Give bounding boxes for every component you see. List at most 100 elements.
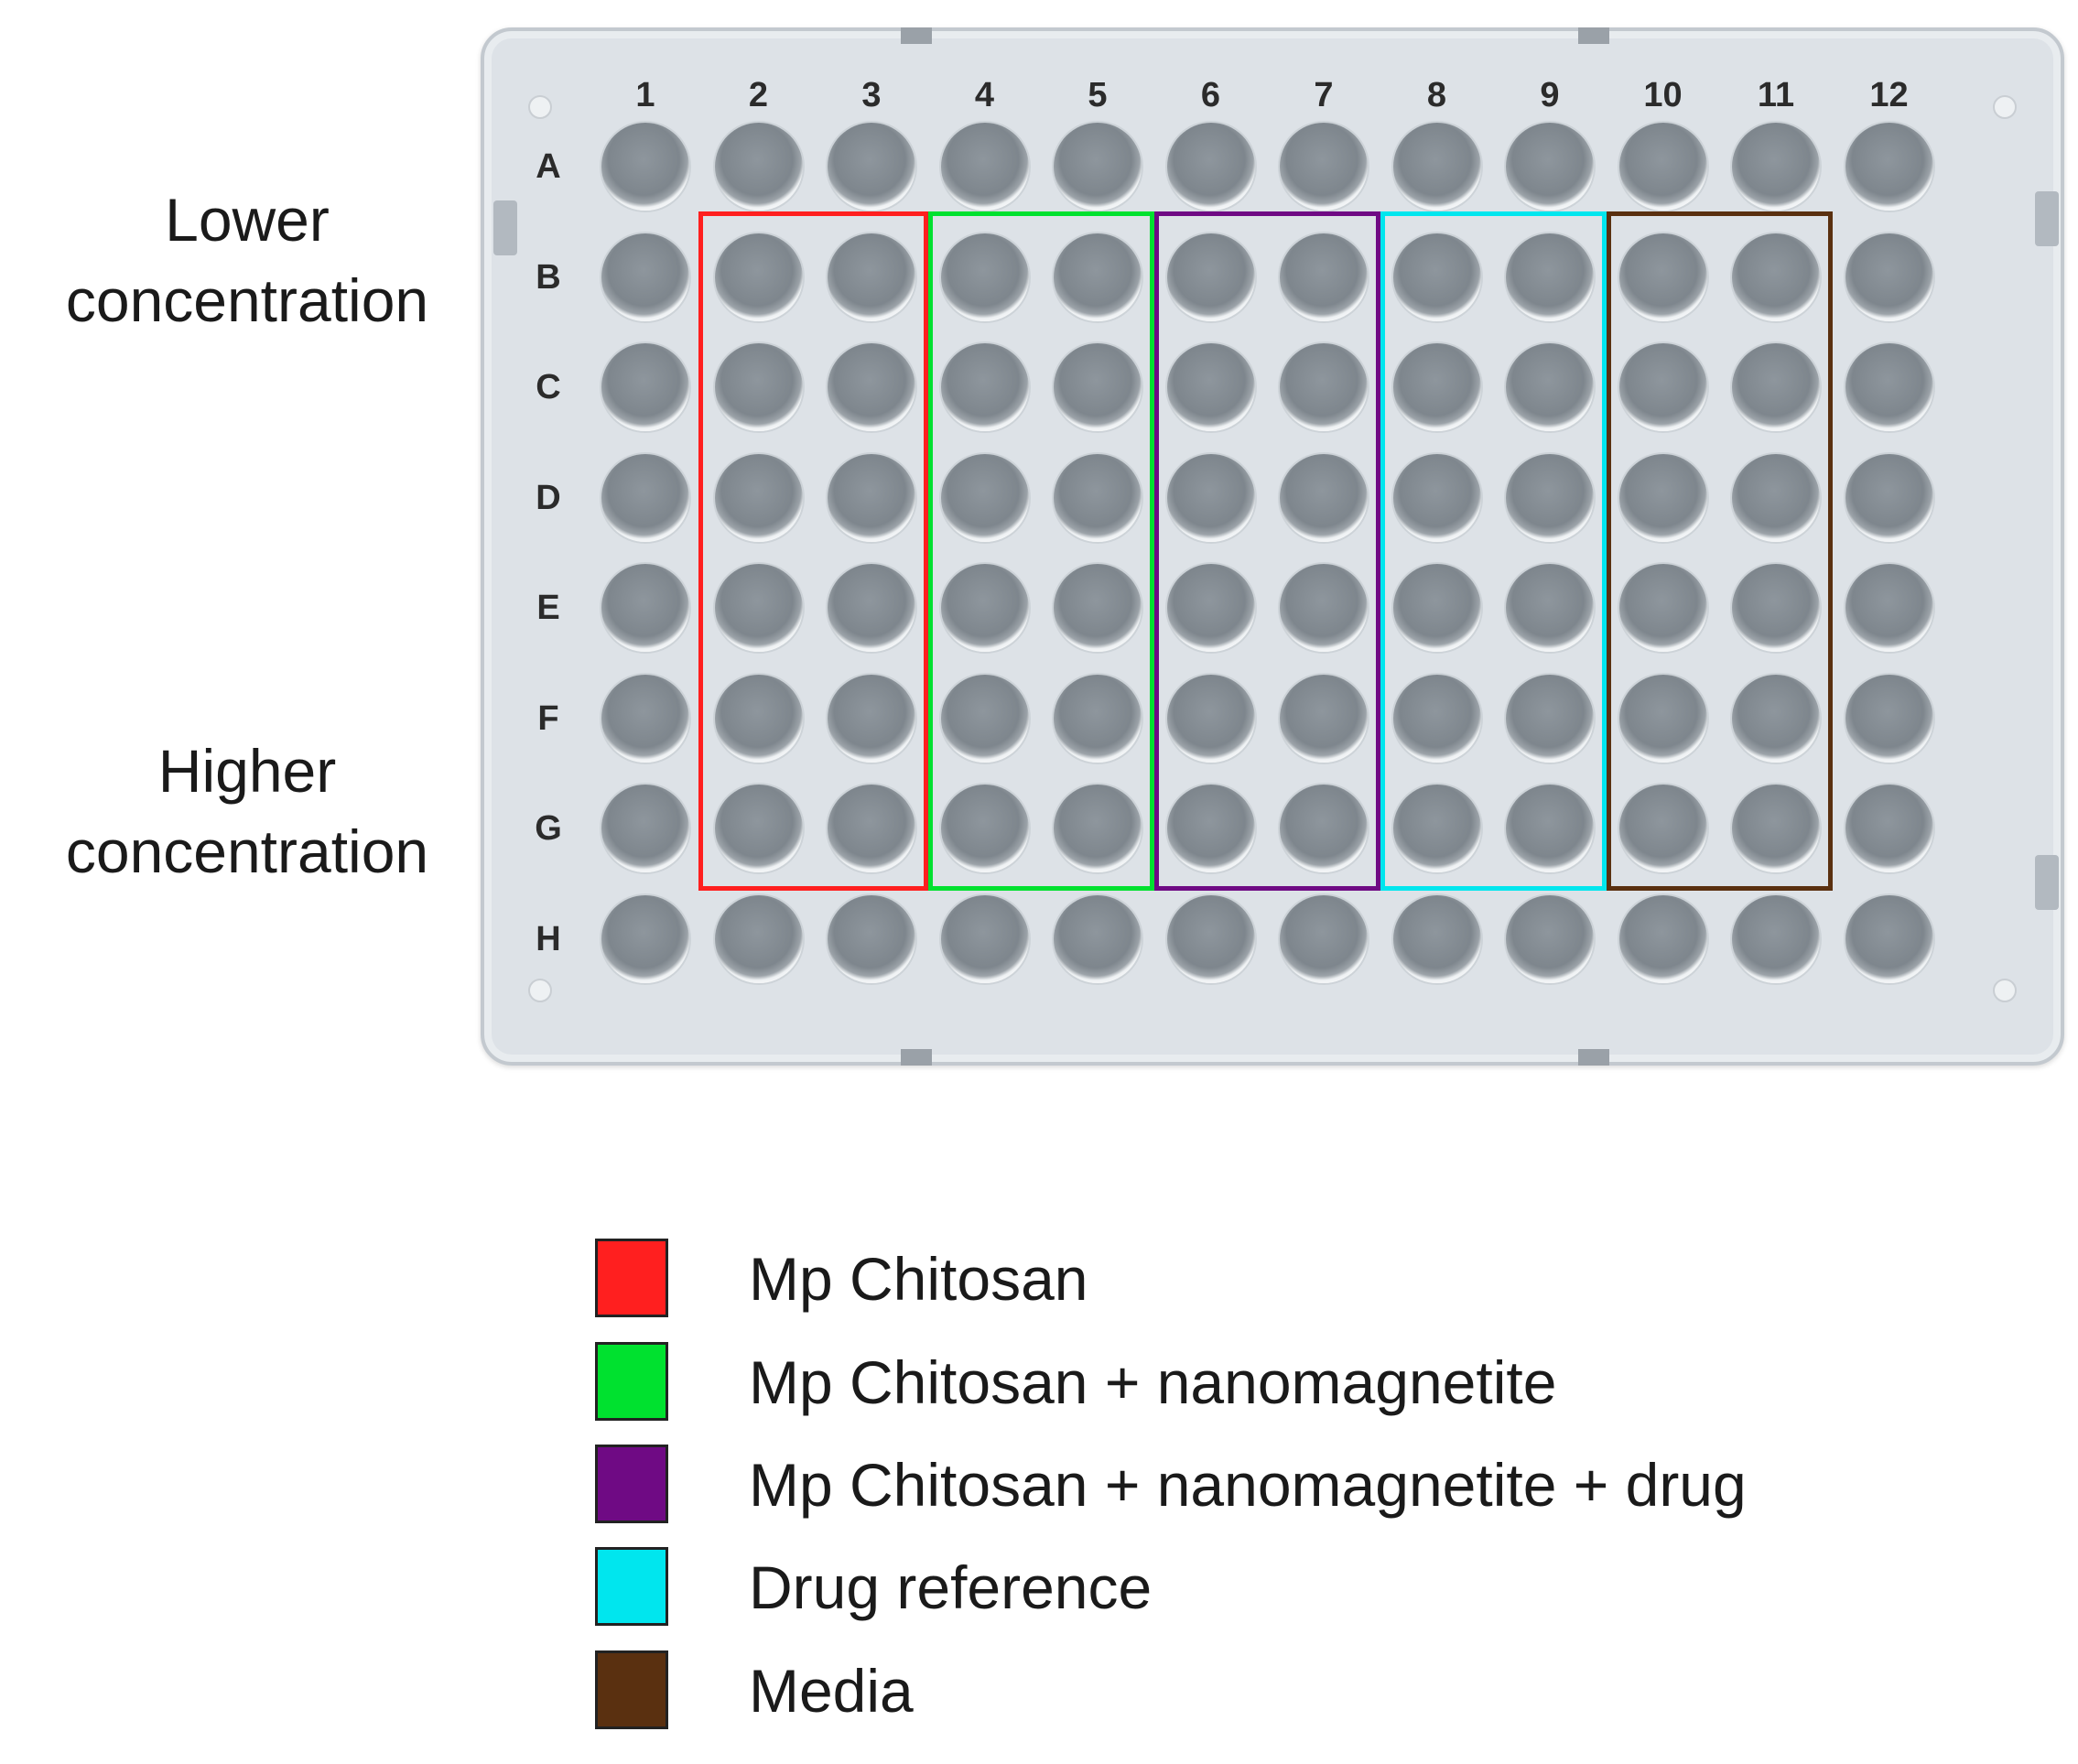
group-outline-2 — [927, 211, 1154, 891]
plate-side-tab-right-bottom — [2035, 855, 2059, 910]
well-D8 — [1392, 453, 1481, 542]
well-E5 — [1054, 564, 1142, 652]
plate-side-tab-right-top — [2035, 191, 2059, 246]
well-G4 — [940, 785, 1029, 872]
well-C2 — [714, 343, 803, 431]
well-D2 — [714, 453, 803, 542]
well-A8 — [1392, 123, 1481, 211]
well-G7 — [1280, 785, 1368, 872]
well-H3 — [828, 894, 915, 983]
well-B4 — [940, 233, 1029, 321]
well-H4 — [940, 894, 1029, 983]
well-B11 — [1732, 233, 1820, 321]
well-A12 — [1845, 123, 1933, 211]
legend-label: Mp Chitosan + nanomagnetite + drug — [749, 1451, 1747, 1519]
well-B5 — [1054, 233, 1142, 321]
well-B8 — [1392, 233, 1481, 321]
well-B12 — [1845, 233, 1933, 321]
legend-label: Mp Chitosan + nanomagnetite — [749, 1348, 1557, 1416]
column-label-11: 11 — [1757, 76, 1795, 114]
well-E3 — [828, 564, 915, 652]
well-C4 — [940, 343, 1029, 431]
well-H1 — [601, 894, 689, 983]
higher-concentration-text: Higher concentration — [65, 737, 429, 885]
column-label-2: 2 — [748, 76, 769, 114]
well-F10 — [1618, 674, 1707, 763]
plate-side-tab-left — [493, 200, 517, 255]
plate-corner-marker — [528, 979, 552, 1002]
well-H10 — [1618, 894, 1707, 983]
row-label-C: C — [536, 368, 561, 406]
well-A7 — [1280, 123, 1368, 211]
column-label-3: 3 — [861, 76, 882, 114]
column-label-7: 7 — [1314, 76, 1334, 114]
well-B9 — [1506, 233, 1594, 321]
well-G1 — [601, 785, 689, 872]
well-G10 — [1618, 785, 1707, 872]
row-label-A: A — [536, 147, 561, 186]
well-E1 — [601, 564, 689, 652]
legend-swatch — [595, 1342, 668, 1421]
well-G2 — [714, 785, 803, 872]
well-G3 — [828, 785, 915, 872]
column-label-6: 6 — [1200, 76, 1221, 114]
column-label-1: 1 — [635, 76, 655, 114]
group-outline-1 — [698, 211, 928, 891]
well-D4 — [940, 453, 1029, 542]
well-F12 — [1845, 674, 1933, 763]
well-C8 — [1392, 343, 1481, 431]
well-B2 — [714, 233, 803, 321]
legend-swatch — [595, 1445, 668, 1523]
row-label-B: B — [536, 257, 561, 297]
lower-concentration-label: Lower concentration — [18, 179, 476, 341]
well-H2 — [714, 894, 803, 983]
well-H8 — [1392, 894, 1481, 983]
column-label-8: 8 — [1426, 76, 1447, 114]
well-A5 — [1054, 123, 1142, 211]
well-C5 — [1054, 343, 1142, 431]
plate-notch-bottom-left — [901, 1049, 932, 1066]
well-F2 — [714, 674, 803, 763]
well-C9 — [1506, 343, 1594, 431]
well-F8 — [1392, 674, 1481, 763]
well-A4 — [940, 123, 1029, 211]
well-B6 — [1166, 233, 1255, 321]
well-E9 — [1506, 564, 1594, 652]
well-G6 — [1166, 785, 1255, 872]
well-E12 — [1845, 564, 1933, 652]
well-F1 — [601, 674, 689, 763]
plate-notch-bottom-right — [1578, 1049, 1609, 1066]
well-D10 — [1618, 453, 1707, 542]
well-D7 — [1280, 453, 1368, 542]
well-B1 — [601, 233, 689, 321]
well-F11 — [1732, 674, 1820, 763]
well-H5 — [1054, 894, 1142, 983]
well-A9 — [1506, 123, 1594, 211]
well-F5 — [1054, 674, 1142, 763]
well-B7 — [1280, 233, 1368, 321]
well-D3 — [828, 453, 915, 542]
well-F6 — [1166, 674, 1255, 763]
well-D5 — [1054, 453, 1142, 542]
well-B3 — [828, 233, 915, 321]
legend-label: Media — [749, 1657, 914, 1725]
well-H7 — [1280, 894, 1368, 983]
well-A1 — [601, 123, 689, 211]
row-label-H: H — [536, 919, 561, 958]
well-E10 — [1618, 564, 1707, 652]
row-label-E: E — [536, 589, 560, 627]
well-E8 — [1392, 564, 1481, 652]
higher-concentration-label: Higher concentration — [18, 730, 476, 892]
legend-swatch — [595, 1547, 668, 1626]
plate-notch-top-right — [1578, 27, 1609, 44]
column-label-4: 4 — [974, 76, 995, 114]
well-G8 — [1392, 785, 1481, 872]
legend-swatch — [595, 1239, 668, 1317]
plate-corner-marker — [528, 95, 552, 119]
well-A3 — [828, 123, 915, 211]
well-H11 — [1732, 894, 1820, 983]
well-D6 — [1166, 453, 1255, 542]
plate-corner-marker — [1993, 979, 2017, 1002]
well-C6 — [1166, 343, 1255, 431]
